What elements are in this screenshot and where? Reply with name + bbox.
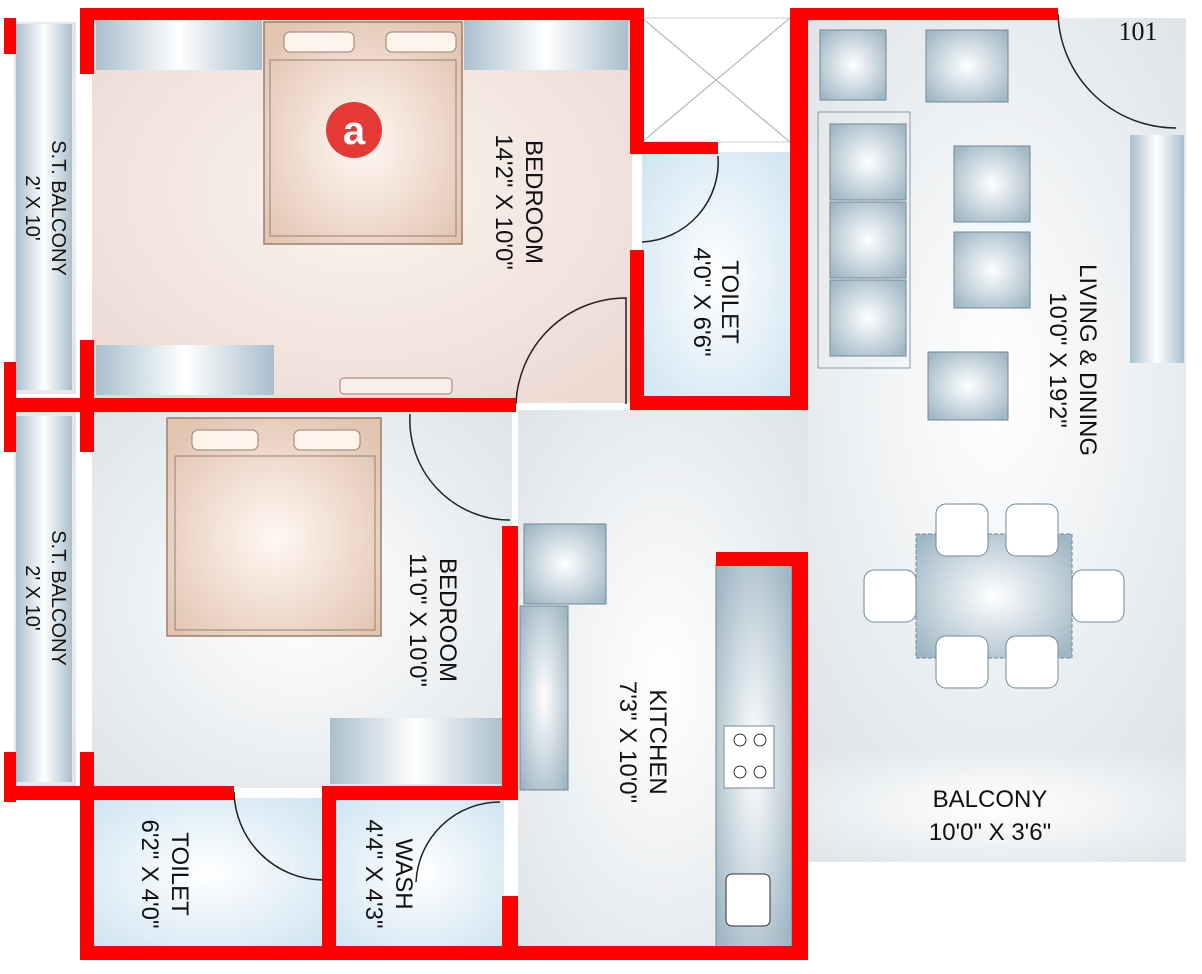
room-size: 4'4" X 4'3": [360, 820, 387, 929]
room-toilet1: TOILET 4'0" X 6'6": [688, 248, 743, 357]
room-name: WASH: [390, 838, 417, 909]
room-name: BALCONY: [933, 786, 1048, 813]
room-name: TOILET: [166, 832, 193, 916]
window-balcony-top: [16, 24, 72, 390]
room-size: 6'2" X 4'0": [136, 820, 163, 929]
room-name: S.T. BALCONY: [47, 530, 69, 666]
room-size: 7'3" X 10'0": [614, 681, 641, 803]
room-name: KITCHEN: [644, 689, 671, 794]
room-name: S.T. BALCONY: [47, 140, 69, 276]
room-size: 10'0" X 19'2": [1044, 292, 1071, 428]
sink-icon: [725, 873, 771, 927]
bed-second: [166, 417, 382, 637]
toilet1-floor: [642, 152, 792, 400]
room-kitchen: KITCHEN 7'3" X 10'0": [614, 681, 671, 803]
room-toilet2: TOILET 6'2" X 4'0": [136, 820, 193, 929]
window-bed1-right: [464, 20, 628, 70]
room-size: 2' X 10': [21, 175, 43, 240]
room-balcony-bottom: S.T. BALCONY 2' X 10': [21, 530, 69, 666]
cooktop-icon: [723, 725, 775, 789]
brand-logo: a: [326, 102, 382, 158]
balcony-floor: [808, 750, 1186, 862]
room-living: LIVING & DINING 10'0" X 19'2": [1044, 264, 1101, 456]
unit-number: 101: [1119, 17, 1158, 46]
room-bedroom1: BEDROOM 14'2" X 10'0": [490, 134, 547, 270]
room-balcony: BALCONY 10'0" X 3'6": [929, 786, 1051, 846]
wardrobe-bed2: [330, 718, 502, 784]
room-name: BEDROOM: [434, 558, 461, 682]
living-cabinet: [1130, 135, 1184, 363]
window-balcony-bottom: [16, 416, 72, 782]
room-size: 4'0" X 6'6": [688, 248, 715, 357]
kitchen-furniture: [519, 523, 793, 949]
room-size: 10'0" X 3'6": [929, 819, 1051, 846]
room-size: 2' X 10': [21, 565, 43, 630]
window-bed1-left: [96, 20, 262, 70]
room-bedroom2: BEDROOM 11'0" X 10'0": [404, 553, 461, 687]
living-furniture: [817, 29, 1125, 689]
dresser: [339, 377, 453, 395]
brand-mark: a: [343, 109, 366, 153]
doors: [233, 13, 1177, 883]
room-balcony-top: S.T. BALCONY 2' X 10': [21, 140, 69, 276]
wardrobe-bed1: [96, 345, 274, 395]
room-name: TOILET: [716, 260, 743, 344]
room-size: 11'0" X 10'0": [404, 553, 431, 687]
toilet2-floor: [92, 798, 324, 948]
room-name: BEDROOM: [520, 140, 547, 264]
room-name: LIVING & DINING: [1074, 264, 1101, 456]
room-size: 14'2" X 10'0": [490, 134, 517, 270]
duct-cross: [641, 17, 791, 143]
windows: [16, 20, 1184, 784]
walls: [4, 8, 1058, 960]
wash-floor: [336, 798, 504, 948]
room-wash: WASH 4'4" X 4'3": [360, 820, 417, 929]
